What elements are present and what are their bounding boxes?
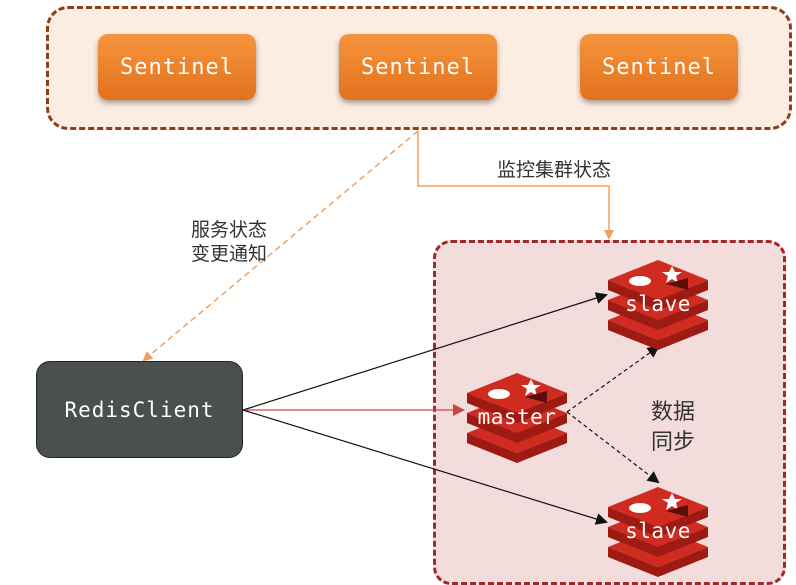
sync-label-line-1: 数据 bbox=[650, 400, 695, 425]
sentinel-node-1: Sentinel bbox=[98, 34, 256, 100]
notify-label-line-1: 服务状态 bbox=[190, 219, 267, 241]
notify-label-line-2: 变更通知 bbox=[190, 243, 267, 265]
slave-node-top: slave bbox=[606, 254, 710, 350]
sync-label: 数据 同步 bbox=[648, 398, 698, 458]
redis-cube-icon bbox=[467, 373, 567, 463]
sentinel-node-3: Sentinel bbox=[580, 34, 738, 100]
redis-client-node: RedisClient bbox=[36, 361, 243, 458]
slave-top-label: slave bbox=[625, 292, 691, 316]
master-label: master bbox=[477, 405, 557, 429]
sync-to-slave-top-arrow bbox=[566, 345, 660, 413]
redis-cube-icon bbox=[608, 487, 708, 577]
sync-label-line-2: 同步 bbox=[650, 430, 695, 455]
redis-cube-icon bbox=[608, 260, 708, 350]
monitor-cluster-label: 监控集群状态 bbox=[497, 159, 612, 181]
slave-bottom-label: slave bbox=[625, 519, 691, 543]
notify-label: 服务状态 变更通知 bbox=[184, 218, 274, 266]
sentinel-node-2: Sentinel bbox=[339, 34, 497, 100]
master-node: master bbox=[465, 367, 569, 463]
client-to-slave-bottom-arrow bbox=[242, 409, 608, 525]
sync-to-slave-bottom-arrow bbox=[566, 411, 660, 484]
slave-node-bottom: slave bbox=[606, 481, 710, 577]
client-to-slave-top-arrow bbox=[242, 292, 608, 411]
monitor-arrow bbox=[417, 131, 614, 240]
